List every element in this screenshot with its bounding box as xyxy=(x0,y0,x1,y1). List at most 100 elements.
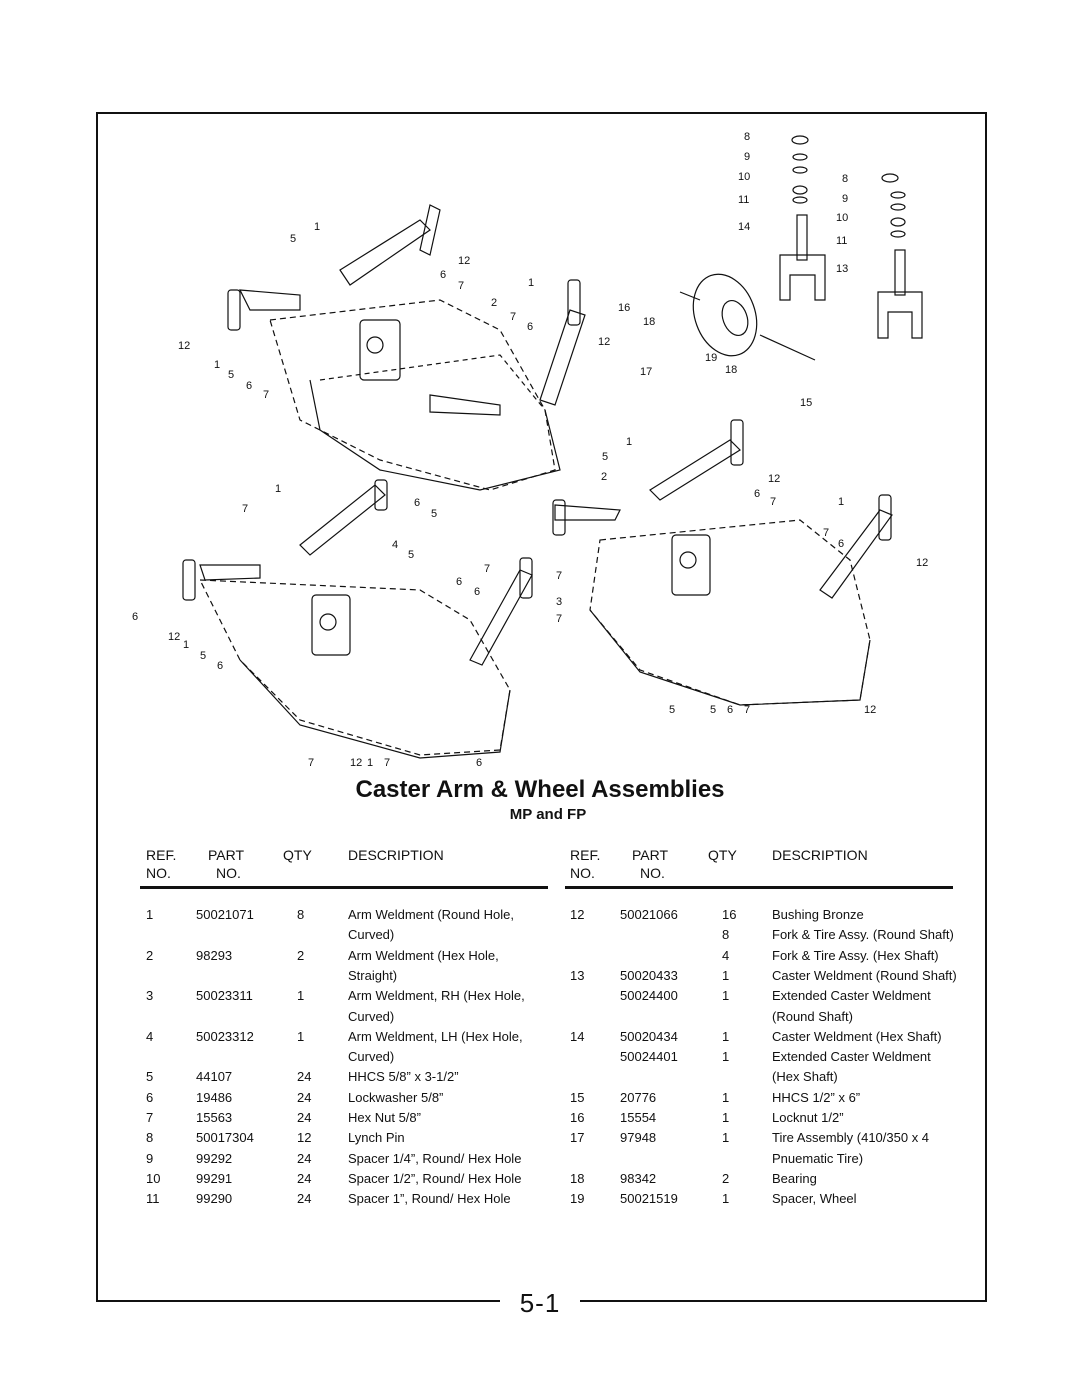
callout-label: 6 xyxy=(414,497,420,509)
cell-part-no: 50020433 xyxy=(620,967,678,983)
cell-description: Bushing Bronze xyxy=(772,907,864,922)
callout-label: 6 xyxy=(132,611,138,623)
callout-label: 14 xyxy=(738,221,750,233)
callout-label: 12 xyxy=(768,473,780,485)
callout-label: 6 xyxy=(440,269,446,281)
cell-part-no: 50024400 xyxy=(620,988,678,1004)
callout-label: 1 xyxy=(367,757,373,769)
callout-label: 1 xyxy=(183,639,189,651)
cell-qty: 24 xyxy=(297,1110,312,1125)
callout-label: 2 xyxy=(491,297,497,309)
cell-qty: 24 xyxy=(297,1069,312,1085)
cell-part-no: 98342 xyxy=(620,1170,657,1186)
callout-label: 16 xyxy=(618,302,630,314)
cell-part-no: 50017304 xyxy=(196,1130,254,1146)
callout-label: 19 xyxy=(705,352,717,364)
cell-ref-no: 16 xyxy=(570,1110,585,1125)
cell-part-no: 50024401 xyxy=(620,1049,678,1065)
cell-part-no: 15554 xyxy=(620,1110,657,1125)
callout-label: 7 xyxy=(556,570,562,582)
cell-ref-no: 5 xyxy=(146,1069,154,1085)
callout-label: 12 xyxy=(916,557,928,569)
header-ref: REF. xyxy=(146,847,177,863)
cell-description: Hex Nut 5/8” xyxy=(348,1110,421,1125)
cell-ref-no: 19 xyxy=(570,1191,585,1207)
cell-qty: 1 xyxy=(722,988,730,1004)
cell-ref-no: 10 xyxy=(146,1170,161,1186)
callout-label: 7 xyxy=(308,757,314,769)
page-number: 5-1 xyxy=(519,1288,561,1318)
callout-label: 12 xyxy=(458,255,470,267)
cell-qty: 8 xyxy=(722,927,730,943)
cell-description: Caster Weldment (Round Shaft) xyxy=(772,967,957,983)
cell-part-no: 19486 xyxy=(196,1089,233,1105)
cell-ref-no: 1 xyxy=(146,907,154,922)
cell-description: Pnuematic Tire) xyxy=(772,1150,864,1166)
cell-qty: 2 xyxy=(722,1170,730,1186)
cell-qty: 24 xyxy=(297,1150,312,1166)
cell-part-no: 50023312 xyxy=(196,1028,254,1044)
cell-description: Arm Weldment, RH (Hex Hole, xyxy=(348,988,525,1004)
cell-ref-no: 8 xyxy=(146,1130,154,1146)
callout-label: 18 xyxy=(643,316,655,328)
cell-description: Locknut 1/2” xyxy=(772,1110,844,1125)
deck-top-left xyxy=(227,204,586,491)
cell-qty: 24 xyxy=(297,1191,312,1207)
callout-label: 10 xyxy=(836,212,848,224)
cell-qty: 16 xyxy=(722,907,737,922)
callout-label: 7 xyxy=(458,280,464,292)
cell-qty: 1 xyxy=(722,1110,730,1125)
cell-part-no: 50020434 xyxy=(620,1028,678,1044)
callout-label: 7 xyxy=(384,757,390,769)
cell-qty: 8 xyxy=(297,907,305,922)
callout-label: 7 xyxy=(242,503,248,515)
callout-label: 7 xyxy=(556,613,562,625)
cell-part-no: 99291 xyxy=(196,1170,233,1186)
cell-part-no: 15563 xyxy=(196,1110,233,1125)
cell-ref-no: 6 xyxy=(146,1089,154,1105)
caster-fork-right xyxy=(877,173,923,339)
cell-ref-no: 4 xyxy=(146,1028,154,1044)
cell-description: Extended Caster Weldment xyxy=(772,988,931,1004)
cell-description: HHCS 1/2” x 6” xyxy=(772,1089,861,1105)
cell-part-no: 99290 xyxy=(196,1191,233,1207)
callout-label: 17 xyxy=(640,366,652,378)
callout-label: 13 xyxy=(836,263,848,275)
callout-label: 5 xyxy=(602,451,608,463)
callout-label: 5 xyxy=(408,549,414,561)
callout-label: 7 xyxy=(770,496,776,508)
cell-ref-no: 15 xyxy=(570,1089,585,1105)
cell-description: Curved) xyxy=(348,927,395,943)
cell-part-no: 50021071 xyxy=(196,907,254,922)
callout-label: 12 xyxy=(168,631,180,643)
callout-label: 12 xyxy=(864,704,876,716)
cell-part-no: 50021066 xyxy=(620,907,678,922)
cell-description: Extended Caster Weldment xyxy=(772,1049,931,1065)
callout-label: 12 xyxy=(350,757,362,769)
cell-description: Curved) xyxy=(348,1049,395,1065)
cell-qty: 2 xyxy=(297,947,305,963)
callout-label: 7 xyxy=(263,389,269,401)
callout-label: 3 xyxy=(556,596,562,608)
cell-description: Tire Assembly (410/350 x 4 xyxy=(772,1130,930,1146)
cell-qty: 1 xyxy=(722,1191,730,1207)
cell-ref-no: 17 xyxy=(570,1130,585,1146)
callout-label: 5 xyxy=(431,508,437,520)
cell-description: Spacer 1/2”, Round/ Hex Hole xyxy=(348,1170,522,1186)
callout-label: 15 xyxy=(800,397,812,409)
cell-description: Lockwasher 5/8” xyxy=(348,1089,444,1105)
header-rule-left xyxy=(140,886,548,889)
page-number-mask xyxy=(500,1284,580,1324)
callout-label: 4 xyxy=(392,539,398,551)
cell-qty: 1 xyxy=(722,1049,730,1065)
cell-ref-no: 11 xyxy=(146,1191,160,1207)
callout-label: 6 xyxy=(456,576,462,588)
cell-ref-no: 3 xyxy=(146,988,154,1004)
cell-part-no: 98293 xyxy=(196,947,233,963)
tire-assembly xyxy=(679,273,816,361)
callout-label: 7 xyxy=(823,527,829,539)
callout-label: 8 xyxy=(842,173,848,185)
callout-label: 18 xyxy=(725,364,737,376)
cell-part-no: 97948 xyxy=(620,1130,657,1146)
